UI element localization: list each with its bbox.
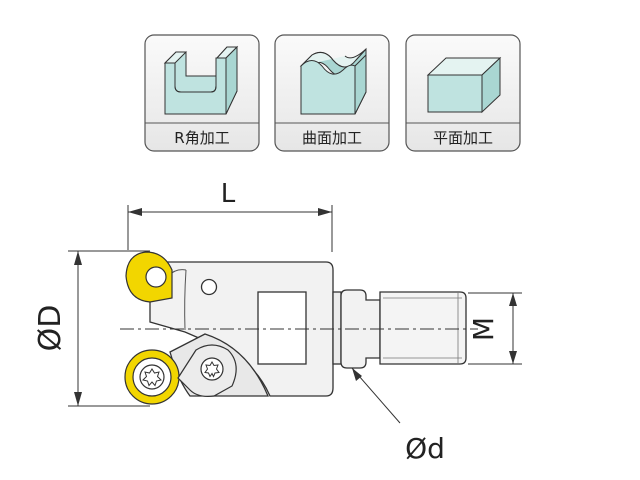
length-label: L xyxy=(221,179,236,209)
card-r-corner-machining: R角加工 xyxy=(144,34,260,152)
shank-diameter-label: Ød xyxy=(405,432,445,465)
flat-surface-machining-icon xyxy=(426,56,502,114)
dimension-cutter-diameter xyxy=(68,250,150,407)
cutter-body xyxy=(149,261,467,397)
clamp-torx-screw-icon xyxy=(200,357,224,381)
card-flat-surface-machining: 平面加工 xyxy=(405,34,521,152)
shank-diameter-leader xyxy=(351,367,401,424)
clamp xyxy=(177,344,237,397)
card-label-flat-surface: 平面加工 xyxy=(433,129,493,147)
dimension-thread xyxy=(468,292,522,365)
cutter-diameter-label: ØD xyxy=(33,305,68,352)
card-label-r-corner: R角加工 xyxy=(174,129,229,147)
r-corner-machining-icon xyxy=(163,45,239,115)
curved-surface-machining-icon xyxy=(299,47,367,115)
card-label-curved-surface: 曲面加工 xyxy=(302,129,362,147)
torx-screw-icon xyxy=(139,364,165,390)
card-curved-surface-machining: 曲面加工 xyxy=(274,34,390,152)
dimension-length xyxy=(127,205,333,252)
lower-insert xyxy=(124,349,180,405)
upper-insert xyxy=(125,251,173,303)
